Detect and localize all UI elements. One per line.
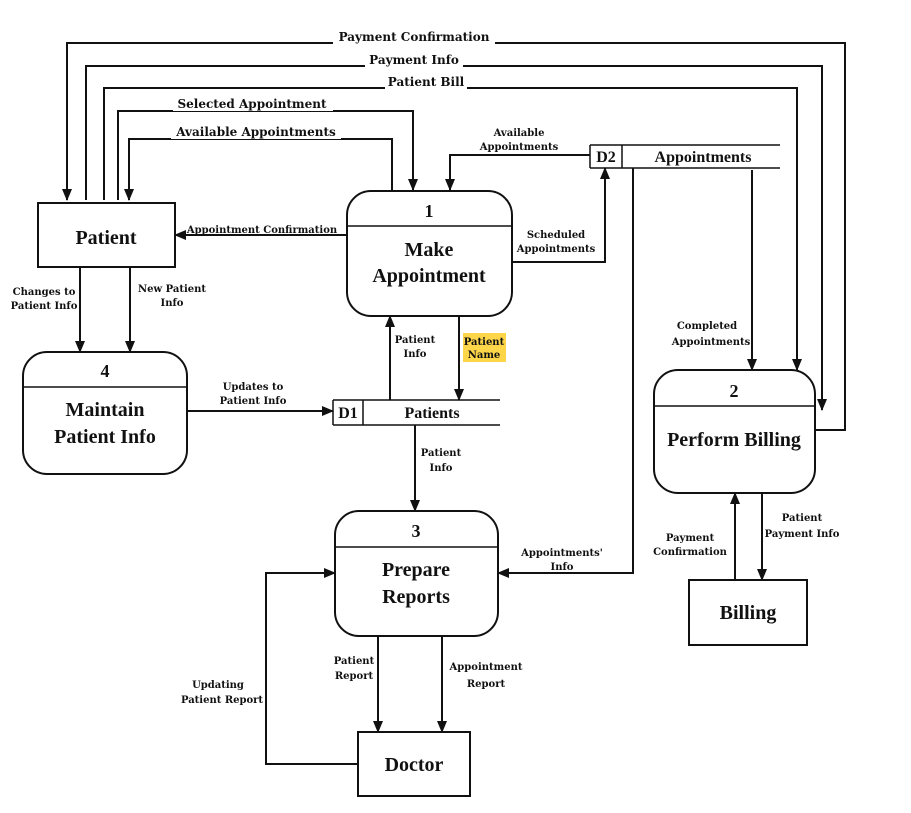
label-appointment-report-line2: Report [467, 679, 506, 690]
entity-patient: Patient [37, 202, 176, 268]
label-scheduled-appointments-line2: Appointments [516, 244, 596, 255]
label-available-appointments-d2-line2: Appointments [479, 142, 559, 153]
datastore-name: Appointments [655, 149, 752, 166]
label-bg [173, 97, 333, 111]
label-patient-name-line2: Name [468, 350, 501, 361]
process-name-line2: Appointment [372, 265, 486, 287]
label-scheduled-appointments-line1: Scheduled [527, 230, 585, 241]
label-updating-patient-report-line2: Patient Report [181, 695, 263, 706]
process-prepare-reports: 3 Prepare Reports [334, 510, 499, 637]
label-patient-name-line1: Patient [464, 337, 505, 348]
process-name-line1: Perform Billing [667, 429, 801, 451]
label-selected-appointment: Selected Appointment [177, 97, 327, 111]
label-payment-confirmation-top: Payment Confirmation [339, 30, 490, 44]
label-appointments-info-line1: Appointments' [520, 548, 603, 559]
label-patient-payment-info-line1: Patient [782, 513, 823, 524]
datastore-d1-patients: D1 Patients [332, 399, 500, 426]
process-number: 4 [101, 361, 110, 381]
label-payment-info: Payment Info [369, 53, 459, 67]
label-bg [171, 125, 341, 139]
label-patient-info-down-line1: Patient [421, 448, 462, 459]
datastore-d2-appointments: D2 Appointments [589, 144, 780, 169]
label-patient-payment-info-line2: Payment Info [765, 529, 840, 540]
label-updates-to-patient-info-line2: Patient Info [220, 396, 287, 407]
label-new-patient-info-line2: Info [161, 298, 184, 309]
label-patient-info-up-line1: Patient [395, 335, 436, 346]
label-bg [385, 75, 467, 90]
label-patient-report-line1: Patient [334, 656, 375, 667]
datastore-id: D2 [596, 149, 616, 166]
process-perform-billing: 2 Perform Billing [653, 369, 816, 494]
entity-doctor-label: Doctor [385, 754, 444, 776]
process-name-line2: Patient Info [54, 426, 156, 448]
label-completed-appointments-line1: Completed [677, 321, 737, 332]
patient-name-highlight [463, 333, 506, 362]
label-new-patient-info-line1: New Patient [138, 284, 206, 295]
process-name-line1: Maintain [66, 399, 145, 421]
flow-scheduled-appointments [512, 167, 610, 263]
label-payment-confirmation-bottom-line2: Confirmation [653, 547, 728, 558]
label-bg [333, 29, 495, 44]
process-name-line1: Prepare [382, 559, 450, 581]
label-appointment-confirmation: Appointment Confirmation [186, 225, 338, 236]
label-payment-confirmation-bottom-line1: Payment [666, 533, 715, 544]
label-patient-report-line2: Report [335, 671, 374, 682]
label-available-appointments-left: Available Appointments [175, 125, 336, 139]
process-maintain-patient-info: 4 Maintain Patient Info [22, 351, 188, 475]
label-available-appointments-d2-line1: Available [493, 128, 545, 139]
label-patient-info-up-line2: Info [404, 349, 427, 360]
process-make-appointment: 1 Make Appointment [346, 190, 513, 317]
flow-available-appointments-left [124, 138, 393, 201]
flow-updating-patient-report [265, 568, 358, 765]
label-patient-bill: Patient Bill [388, 75, 465, 89]
label-bg [365, 53, 463, 68]
entity-doctor: Doctor [357, 731, 471, 797]
flow-available-appointments-d2 [445, 154, 590, 191]
label-appointment-report-line1: Appointment [449, 662, 523, 673]
process-name-line2: Reports [382, 586, 450, 608]
label-changes-to-patient-info-line1: Changes to [13, 287, 76, 298]
flow-payment-confirmation-top [62, 42, 846, 431]
entity-patient-label: Patient [75, 227, 136, 249]
datastore-name: Patients [404, 405, 459, 422]
label-changes-to-patient-info-line2: Patient Info [11, 301, 78, 312]
flow-appointments-info [497, 168, 634, 578]
datastore-id: D1 [338, 405, 358, 422]
process-number: 3 [412, 521, 421, 541]
label-appointments-info-line2: Info [551, 562, 574, 573]
label-completed-appointments-line2: Appointments [671, 337, 751, 348]
process-number: 1 [425, 201, 434, 221]
label-patient-info-down-line2: Info [430, 463, 453, 474]
label-updating-patient-report-line1: Updating [192, 680, 244, 691]
entity-billing: Billing [688, 579, 808, 646]
label-updates-to-patient-info-line1: Updates to [223, 382, 284, 393]
process-number: 2 [730, 381, 739, 401]
process-name-line1: Make [405, 239, 454, 261]
entity-billing-label: Billing [720, 602, 777, 624]
